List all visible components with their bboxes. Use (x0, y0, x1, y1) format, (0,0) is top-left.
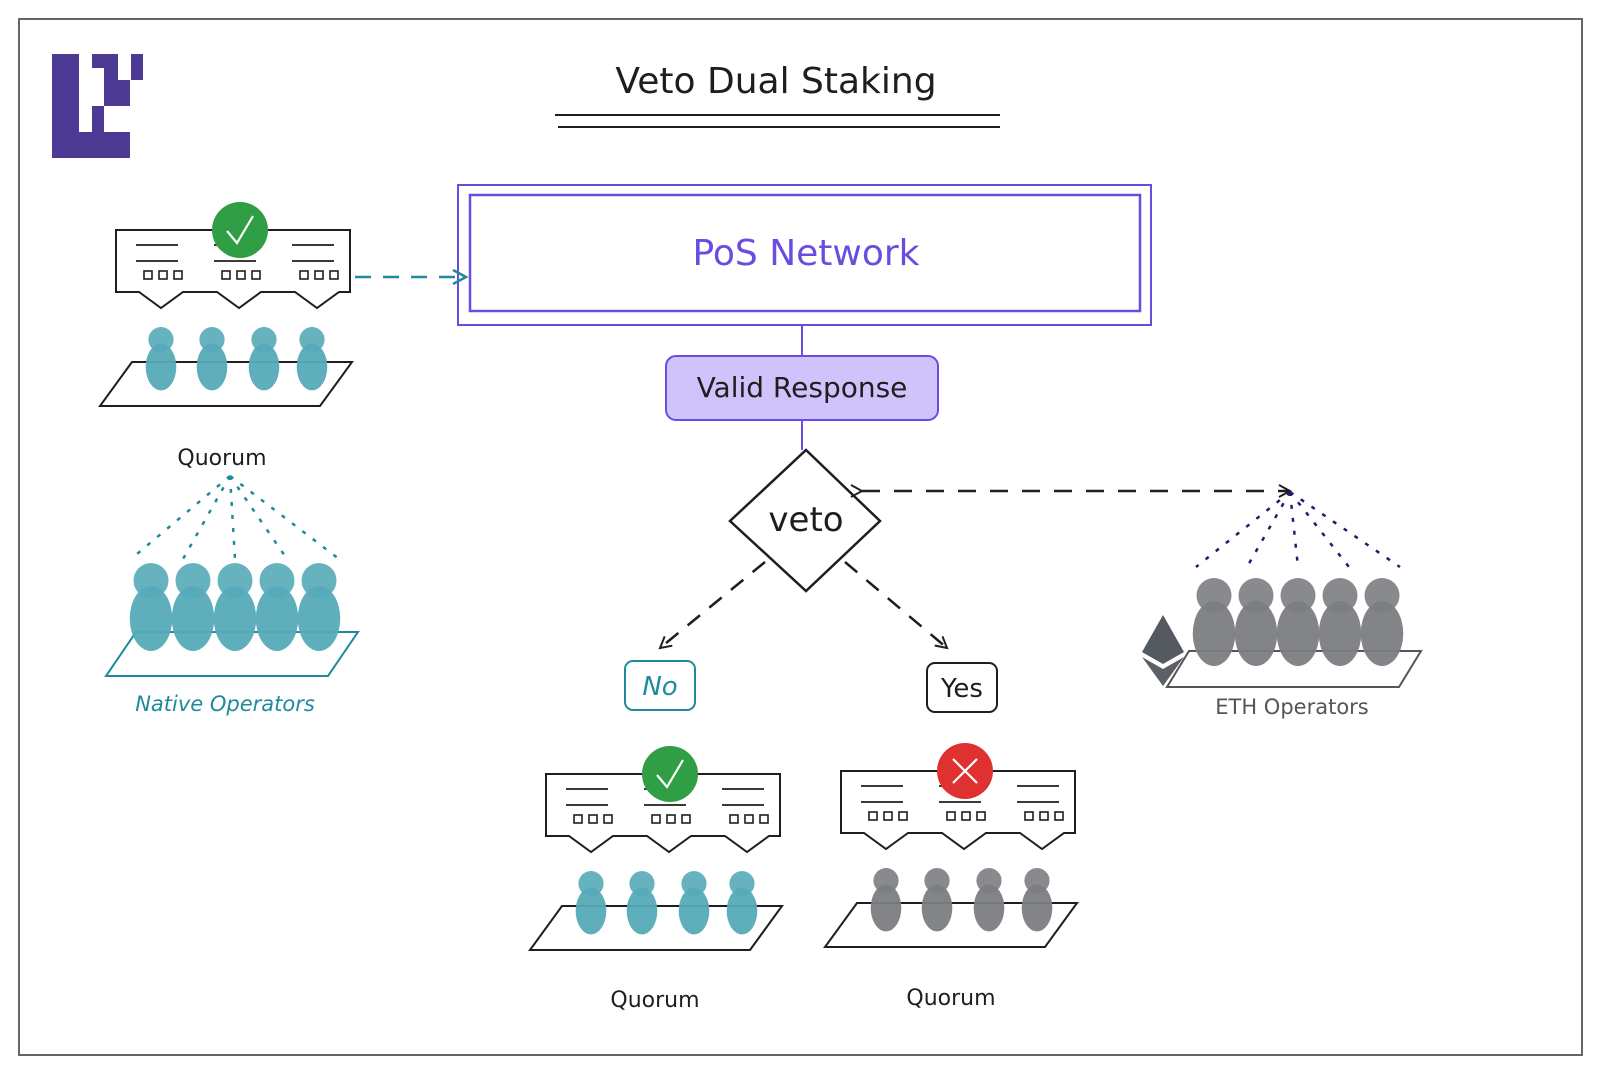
branch-no[interactable]: No (624, 660, 696, 711)
dot-box (651, 814, 661, 824)
dot-box (759, 814, 769, 824)
dot-box (588, 814, 598, 824)
person-icon (255, 563, 299, 651)
branch-no-label: No (642, 672, 677, 702)
dot-box (1024, 811, 1034, 821)
yes-quorum-label: Quorum (906, 986, 995, 1011)
eth-operators-label: ETH Operators (1215, 695, 1369, 719)
dot-box (158, 270, 168, 280)
person-icon (1192, 578, 1236, 666)
person-icon (575, 871, 607, 935)
person-icon (1318, 578, 1362, 666)
outer-frame (18, 18, 1583, 1056)
pos-network-label: PoS Network (692, 233, 919, 274)
person-icon (196, 327, 228, 391)
dotted-link (1288, 491, 1300, 568)
person-icon (248, 327, 280, 391)
top-quorum-group (98, 202, 354, 407)
person-icon (1021, 868, 1053, 932)
person-icon (1276, 578, 1320, 666)
dotted-link (228, 475, 289, 560)
no-quorum-group (528, 746, 784, 951)
person-icon (129, 563, 173, 651)
dot-box (173, 270, 183, 280)
dot-box (976, 811, 986, 821)
person-icon (213, 563, 257, 651)
person-icon (973, 868, 1005, 932)
person-icon (145, 327, 177, 391)
dotted-link (229, 475, 340, 560)
check-icon (642, 746, 698, 802)
x-icon (937, 743, 993, 799)
dot-box (961, 811, 971, 821)
dotted-link (1289, 490, 1401, 569)
pos-network-node[interactable]: PoS Network (457, 184, 1152, 326)
dotted-link (1245, 491, 1292, 568)
dot-box (314, 270, 324, 280)
dot-box (603, 814, 613, 824)
yes-quorum-group (823, 743, 1079, 948)
dotted-link (1289, 491, 1350, 568)
person-icon (171, 563, 215, 651)
person-icon (626, 871, 658, 935)
dot-box (221, 270, 231, 280)
response-card (840, 770, 1076, 851)
branch-yes[interactable]: Yes (926, 662, 998, 713)
person-icon (1360, 578, 1404, 666)
person-icon (921, 868, 953, 932)
person-icon (726, 871, 758, 935)
person-icon (296, 327, 328, 391)
dot-box (883, 811, 893, 821)
dot-box (299, 270, 309, 280)
dot-box (681, 814, 691, 824)
response-card (115, 229, 351, 310)
arrow-veto-yes (844, 561, 947, 648)
logo-icon (52, 54, 143, 158)
eth-operators-group (1165, 490, 1423, 688)
dot-box (666, 814, 676, 824)
top-quorum-label: Quorum (177, 446, 266, 471)
person-icon (1234, 578, 1278, 666)
dot-box (329, 270, 339, 280)
person-icon (870, 868, 902, 932)
dot-box (946, 811, 956, 821)
dot-box (868, 811, 878, 821)
dot-box (1054, 811, 1064, 821)
dot-box (143, 270, 153, 280)
dot-box (236, 270, 246, 280)
dot-box (1039, 811, 1049, 821)
valid-response-node[interactable]: Valid Response (665, 355, 939, 421)
arrow-veto-no (660, 561, 766, 648)
dotted-link (1195, 491, 1291, 568)
veto-label: veto (768, 500, 843, 540)
dot-box (251, 270, 261, 280)
veto-decision-node[interactable]: veto (728, 448, 882, 593)
dot-box (573, 814, 583, 824)
dotted-link (228, 475, 237, 560)
dotted-link (130, 475, 231, 560)
page-title: Veto Dual Staking (615, 61, 936, 102)
dot-box (729, 814, 739, 824)
ethereum-icon (1142, 615, 1184, 686)
person-icon (678, 871, 710, 935)
no-quorum-label: Quorum (610, 988, 699, 1013)
dot-box (898, 811, 908, 821)
valid-response-label: Valid Response (697, 371, 908, 404)
dot-box (744, 814, 754, 824)
branch-yes-label: Yes (940, 674, 983, 704)
native-operators-label: Native Operators (135, 692, 315, 716)
person-icon (297, 563, 341, 651)
native-operators-group (104, 475, 360, 677)
check-icon (212, 202, 268, 258)
dotted-link (181, 475, 232, 560)
